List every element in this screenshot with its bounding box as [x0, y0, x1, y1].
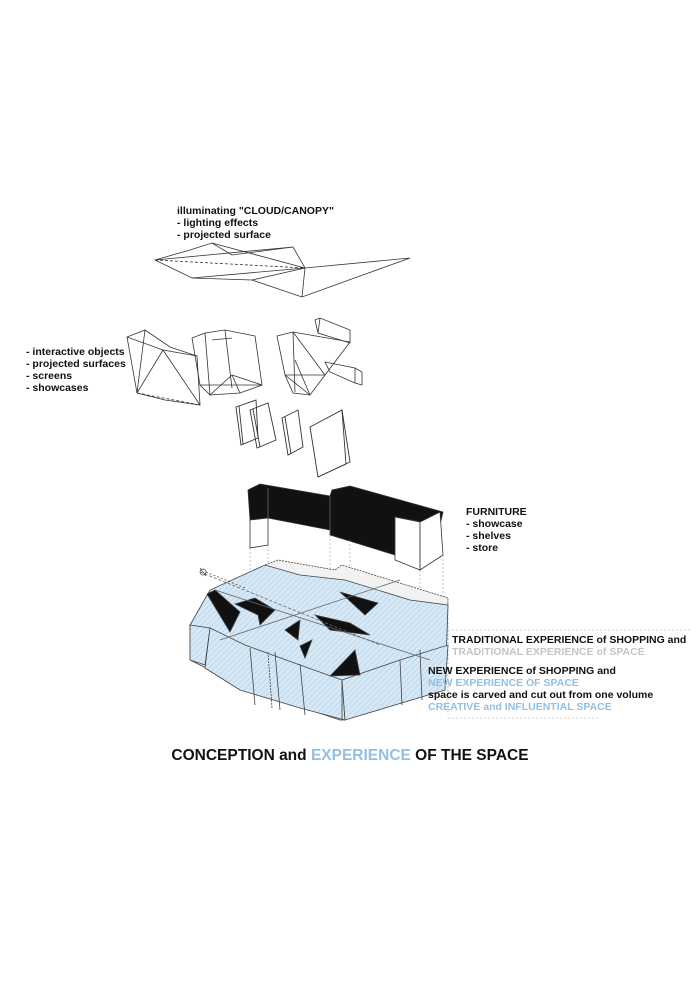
- objects-label: - interactive objects - projected surfac…: [26, 346, 126, 394]
- interactive-object-middle: [191, 329, 263, 396]
- title-part1: CONCEPTION and: [171, 747, 311, 764]
- interactive-object-right: [276, 317, 363, 396]
- title-part3: OF THE SPACE: [410, 747, 529, 764]
- canopy-heading: illuminating "CLOUD/CANOPY": [177, 205, 334, 217]
- new-experience-label: NEW EXPERIENCE of SHOPPING and NEW EXPER…: [428, 665, 653, 713]
- canopy-cloud: [153, 242, 411, 298]
- canopy-label: illuminating "CLOUD/CANOPY" - lighting e…: [177, 205, 334, 241]
- new-line2: NEW EXPERIENCE OF SPACE: [428, 677, 579, 689]
- traditional-line1: TRADITIONAL EXPERIENCE of SHOPPING and: [452, 634, 687, 646]
- furniture-showcase-shelves: [247, 483, 444, 571]
- traditional-line2: TRADITIONAL EXPERIENCE of SPACE: [452, 646, 645, 658]
- objects-item: - screens: [26, 370, 73, 382]
- canopy-item: - projected surface: [177, 229, 271, 241]
- page-title: CONCEPTION and EXPERIENCE OF THE SPACE: [0, 747, 700, 765]
- title-highlight: EXPERIENCE: [310, 747, 411, 764]
- objects-item: - interactive objects: [26, 346, 125, 358]
- furniture-item: - store: [466, 542, 499, 554]
- new-line4: CREATIVE and INFLUENTIAL SPACE: [428, 701, 612, 713]
- section-marker-icon: [199, 567, 246, 589]
- interactive-object-left: [126, 329, 201, 406]
- canopy-item: - lighting effects: [177, 217, 259, 229]
- furniture-item: - showcase: [466, 518, 523, 530]
- new-line3: space is carved and cut out from one vol…: [428, 689, 654, 701]
- furniture-label: FURNITURE - showcase - shelves - store: [466, 506, 527, 554]
- objects-item: - projected surfaces: [26, 358, 126, 370]
- furniture-heading: FURNITURE: [466, 506, 527, 518]
- objects-item: - showcases: [26, 382, 89, 394]
- new-line1: NEW EXPERIENCE of SHOPPING and: [428, 665, 616, 677]
- traditional-experience-label: TRADITIONAL EXPERIENCE of SHOPPING and T…: [452, 634, 686, 658]
- carved-main-volume: [189, 559, 449, 721]
- screens: [235, 399, 351, 478]
- furniture-item: - shelves: [466, 530, 511, 542]
